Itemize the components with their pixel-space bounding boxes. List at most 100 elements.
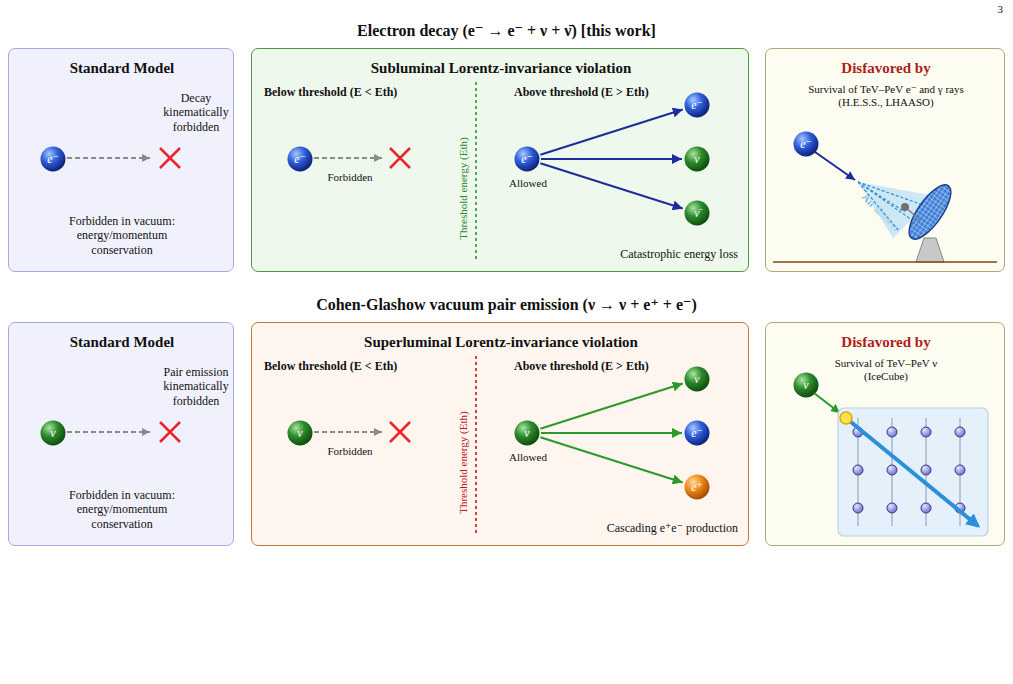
particle-circle: ν <box>287 420 313 446</box>
forbidden-arrow <box>314 431 382 433</box>
detector-volume <box>838 408 988 536</box>
particle-circle: e⁻ <box>514 146 540 172</box>
particle-sphere <box>41 147 66 172</box>
muon-track <box>846 418 978 526</box>
particle-circle: e⁻ <box>684 420 710 446</box>
particle-sphere <box>288 147 313 172</box>
particle-symbol: ν <box>684 146 710 172</box>
process-note: Forbidden <box>310 445 390 458</box>
particle-symbol: e⁻ <box>684 420 710 446</box>
forbidden-arrow <box>314 157 382 159</box>
section-heading: Cohen-Glashow vacuum pair emission (ν → … <box>0 295 1013 314</box>
page-number: 3 <box>973 3 1003 16</box>
panel-heading: Standard Model <box>9 59 235 77</box>
threshold-line <box>475 356 477 536</box>
outcome-note: Cascading e⁺e⁻ production <box>538 521 738 535</box>
decay-arrow <box>540 110 682 155</box>
regime-heading: Below threshold (E < Eth) <box>264 359 474 373</box>
particle-circle: ν̄ <box>684 200 710 226</box>
incoming-arrow <box>814 393 840 413</box>
panel-box: Subluminal Lorentz-invariance violationB… <box>251 48 749 272</box>
optical-module <box>921 465 931 475</box>
decay-arrow <box>540 163 682 208</box>
process-note: Allowed <box>509 177 579 190</box>
particle-sphere <box>685 147 710 172</box>
particle-sphere <box>288 421 313 446</box>
optical-module <box>921 427 931 437</box>
particle-circle: ν <box>514 420 540 446</box>
optical-module <box>921 503 931 513</box>
particle-symbol: ν <box>287 420 313 446</box>
forbidden-cross <box>390 422 410 442</box>
particle-symbol: e⁻ <box>40 146 66 172</box>
optical-module <box>853 503 863 513</box>
outcome-note: Catastrophic energy loss <box>538 247 738 261</box>
telescope-stand <box>916 238 944 262</box>
particle-circle: ν <box>793 372 819 398</box>
panel-heading: Subluminal Lorentz-invariance violation <box>252 59 750 77</box>
panel-heading: Disfavored by <box>766 59 1006 77</box>
particle-circle: e⁻ <box>40 146 66 172</box>
optical-module <box>887 503 897 513</box>
particle-sphere <box>685 421 710 446</box>
incoming-arrow <box>815 152 855 180</box>
optical-module <box>853 465 863 475</box>
detector-string <box>891 418 892 526</box>
particle-symbol: e⁻ <box>287 146 313 172</box>
side-note: Pair emission kinematically forbidden <box>156 365 236 408</box>
particle-sphere <box>685 201 710 226</box>
optical-module <box>853 427 863 437</box>
optical-module <box>887 427 897 437</box>
telescope-dish <box>902 179 958 245</box>
forbidden-cross <box>390 148 410 168</box>
detector-strings <box>858 418 960 526</box>
panel-box: Standard ModelDecay kinematically forbid… <box>8 48 234 272</box>
particle-symbol: ν <box>793 372 819 398</box>
panel-box: Superluminal Lorentz-invariance violatio… <box>251 322 749 546</box>
particle-symbol: e⁺ <box>684 474 710 500</box>
particle-sphere <box>794 132 819 157</box>
panel-box: Standard ModelPair emission kinematicall… <box>8 322 234 546</box>
decay-arrow <box>540 437 682 482</box>
particle-symbol: e⁻ <box>793 131 819 157</box>
particle-symbol: e⁻ <box>514 146 540 172</box>
optical-module <box>955 427 965 437</box>
particle-symbol: ν <box>40 420 66 446</box>
ground-line <box>773 261 997 263</box>
detector-string <box>925 418 926 526</box>
particle-circle: e⁻ <box>287 146 313 172</box>
particle-symbol: ν <box>514 420 540 446</box>
particle-circle: e⁻ <box>793 131 819 157</box>
shower-particles <box>858 182 926 230</box>
threshold-label: Threshold energy (Eth) <box>457 109 470 269</box>
particle-circle: ν <box>684 146 710 172</box>
particle-sphere <box>685 475 710 500</box>
interaction-vertex <box>840 412 852 424</box>
panel-box: Disfavored bySurvival of TeV–PeV e⁻ and … <box>765 48 1005 272</box>
particle-sphere <box>685 367 710 392</box>
particle-circle: e⁺ <box>684 474 710 500</box>
threshold-label: Threshold energy (Eth) <box>457 383 470 543</box>
panel-body: Forbidden in vacuum: energy/momentum con… <box>57 214 187 257</box>
connectors <box>540 110 682 483</box>
decay-arrow <box>541 432 682 434</box>
process-note: Allowed <box>509 451 579 464</box>
panel-heading: Disfavored by <box>766 333 1006 351</box>
particle-sphere <box>515 421 540 446</box>
regime-heading: Below threshold (E < Eth) <box>264 85 474 99</box>
shower-label: Air shower <box>848 180 914 246</box>
detector-string <box>857 418 858 526</box>
panel-box: Disfavored by Survival of TeV–PeV ν (IceC… <box>765 322 1005 546</box>
section-heading: Electron decay (e⁻ → e⁻ + ν + ν̄) [this … <box>0 21 1013 40</box>
decay-arrow <box>540 384 682 429</box>
detector-string <box>959 418 960 526</box>
panel-heading: Superluminal Lorentz-invariance violatio… <box>252 333 750 351</box>
particle-sphere <box>41 421 66 446</box>
process-note: Forbidden <box>310 171 390 184</box>
forbidden-arrow <box>67 157 150 159</box>
shower-cone <box>858 182 935 238</box>
optical-module <box>887 465 897 475</box>
particle-symbol: e⁻ <box>684 92 710 118</box>
panel-body: Survival of TeV–PeV ν (IceCube) <box>816 357 956 383</box>
optical-modules <box>853 427 965 513</box>
